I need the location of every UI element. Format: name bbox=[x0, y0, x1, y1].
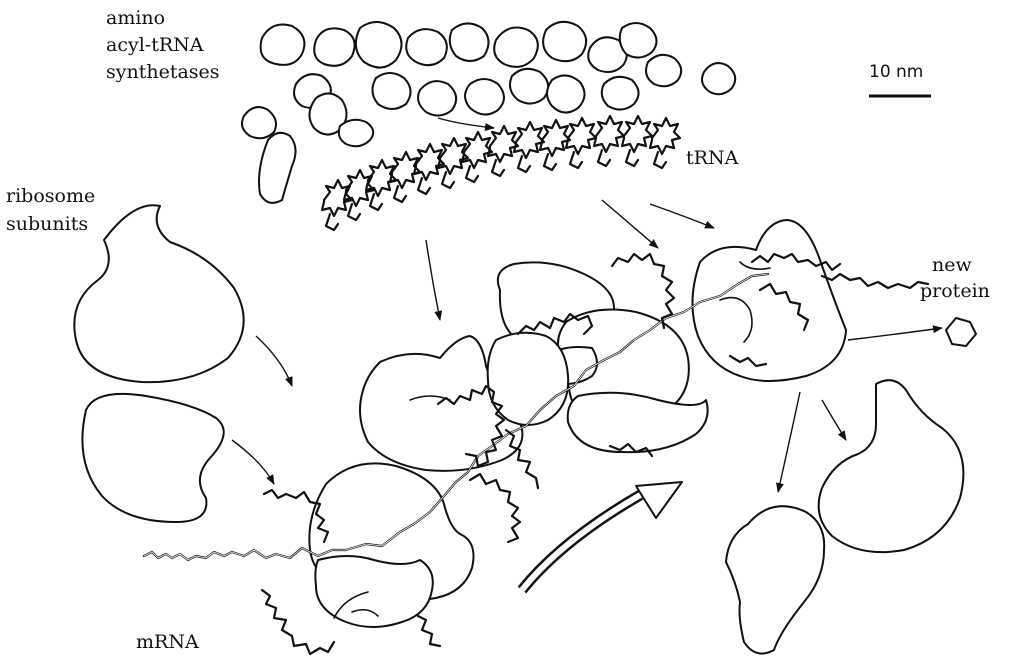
ribosome-subunits-label-line-1: ribosome bbox=[6, 185, 95, 207]
nascent-peptide bbox=[470, 474, 520, 542]
synthetase-blob bbox=[450, 23, 489, 61]
flow-arrow bbox=[822, 400, 846, 440]
mrna-label: mRNA bbox=[136, 631, 199, 653]
synthetase-blob bbox=[406, 29, 447, 65]
trna-molecule bbox=[622, 116, 652, 166]
synthetase-blob bbox=[465, 79, 504, 115]
ribosome-subunits-label-line-2: subunits bbox=[6, 213, 88, 235]
synthetase-blob bbox=[602, 77, 639, 110]
translation-direction-arrow bbox=[522, 482, 682, 590]
synthetase-blob bbox=[372, 73, 410, 109]
trna-molecule bbox=[594, 116, 624, 166]
synthetase-blob bbox=[620, 23, 657, 58]
new-protein-label: new protein bbox=[920, 254, 990, 302]
small-ribosome-subunit bbox=[315, 556, 432, 627]
new-protein-label-line-2: protein bbox=[920, 280, 990, 302]
flow-arrow bbox=[426, 240, 440, 320]
direction-arrow-head bbox=[636, 482, 682, 518]
trna-molecule bbox=[566, 118, 596, 168]
translating-ribosome bbox=[309, 463, 473, 627]
flow-arrow bbox=[438, 118, 494, 128]
synthetase-blob bbox=[259, 133, 296, 203]
synthetases-label-line-1: amino bbox=[106, 7, 165, 29]
flow-arrow bbox=[650, 204, 714, 228]
ribosome-domain bbox=[568, 393, 708, 452]
trna-molecule bbox=[514, 122, 544, 172]
synthetase-blob bbox=[510, 69, 548, 104]
translating-ribosome bbox=[692, 220, 846, 381]
synthetase-blob bbox=[646, 55, 681, 86]
translating-ribosome bbox=[360, 333, 568, 471]
trna-molecule bbox=[650, 118, 680, 168]
new-protein-label-line-1: new bbox=[932, 254, 972, 276]
synthetase-blob bbox=[547, 75, 585, 112]
free-ribosome-subunits-left bbox=[74, 205, 243, 522]
synthetases-label: amino acyl-tRNA synthetases bbox=[106, 7, 220, 83]
direction-arrow-shaft bbox=[522, 494, 642, 590]
flow-arrow bbox=[848, 328, 942, 340]
synthetase-blob bbox=[494, 28, 538, 67]
synthetase-blob bbox=[702, 63, 735, 94]
synthetase-blob bbox=[339, 120, 373, 147]
large-ribosome-subunit bbox=[692, 220, 846, 381]
small-ribosome-subunit bbox=[82, 394, 223, 522]
flow-arrow bbox=[602, 200, 658, 248]
ribosome-subunits-label: ribosome subunits bbox=[6, 185, 95, 235]
synthetase-blob bbox=[261, 25, 305, 65]
scale-bar-label: 10 nm bbox=[869, 62, 923, 82]
nascent-peptide bbox=[418, 616, 440, 646]
large-ribosome-subunit bbox=[819, 380, 964, 552]
free-ribosome-subunits-right bbox=[726, 380, 963, 653]
nascent-peptide bbox=[822, 274, 928, 288]
flow-arrow bbox=[256, 336, 292, 386]
trna-molecules bbox=[322, 116, 680, 230]
small-ribosome-subunit bbox=[726, 506, 824, 653]
trna-label: tRNA bbox=[686, 147, 739, 169]
synthetases-label-line-2: acyl-tRNA bbox=[106, 34, 204, 56]
synthetases-label-line-3: synthetases bbox=[106, 61, 220, 83]
trna-molecule bbox=[540, 120, 570, 170]
synthetase-blob bbox=[242, 107, 276, 138]
synthetase-blob bbox=[356, 22, 402, 68]
flow-arrow bbox=[778, 392, 800, 492]
large-ribosome-subunit bbox=[74, 205, 243, 382]
synthetase-blob bbox=[418, 81, 456, 115]
synthetase-blob bbox=[543, 22, 586, 61]
small-ribosome-subunit bbox=[488, 333, 569, 425]
synthetase-enzymes bbox=[242, 22, 735, 203]
new-protein-blob bbox=[946, 318, 976, 346]
flow-arrow bbox=[232, 440, 274, 484]
synthetase-blob bbox=[314, 28, 354, 65]
